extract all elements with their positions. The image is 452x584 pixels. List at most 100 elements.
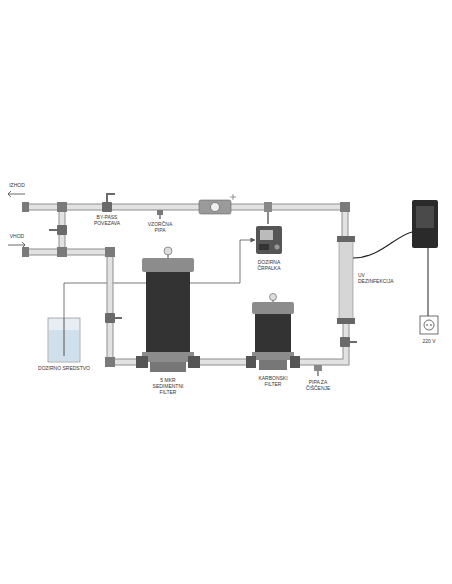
pipe-outline xyxy=(296,322,346,362)
ball-valve xyxy=(115,317,122,319)
sediment-filter xyxy=(136,356,148,368)
sediment-filter xyxy=(146,272,190,354)
pump-unit: DOZIRNA ČRPALKA xyxy=(255,224,283,256)
pipe-connector xyxy=(296,322,346,362)
carbon-filter xyxy=(246,356,256,368)
ball-valve xyxy=(350,341,357,343)
part-label: VZORČNA PIPA xyxy=(144,222,176,234)
ball-valve xyxy=(106,193,115,195)
flush-tap xyxy=(314,365,322,376)
pipe xyxy=(28,252,141,362)
dosing-tank xyxy=(48,318,80,362)
component-label: KARBONSKI FILTER xyxy=(256,376,290,388)
component-label: UV DEZINFEKCIJA xyxy=(358,273,400,285)
dosing-pump xyxy=(275,245,280,250)
part-label: VHOD xyxy=(4,234,30,240)
uv-unit: UV DEZINFEKCIJA xyxy=(338,236,354,322)
sample-tap xyxy=(159,215,160,219)
ball-valve xyxy=(105,313,115,323)
sediment-filter xyxy=(136,247,200,372)
uv-controller xyxy=(412,200,438,316)
filter-unit: KARBONSKI FILTER xyxy=(250,296,296,372)
carbon-filter xyxy=(270,294,277,301)
tank-unit: DOZIRNO SREDSTVO xyxy=(48,318,80,362)
pipe-connector xyxy=(196,362,250,363)
dosing-pump xyxy=(256,226,282,254)
ball-valve xyxy=(102,202,112,212)
component-label: DOZIRNO SREDSTVO xyxy=(36,366,92,372)
uv-unit xyxy=(337,232,412,324)
carbon-filter xyxy=(259,360,287,370)
pipe-fitting xyxy=(57,202,67,212)
component-label: DOZIRNA ČRPALKA xyxy=(252,260,286,272)
uv-controller xyxy=(412,200,438,248)
flush-tap xyxy=(314,365,322,371)
pipe-fitting xyxy=(105,247,115,257)
carbon-filter xyxy=(246,294,300,371)
pipe-body xyxy=(196,360,250,365)
pipe xyxy=(28,252,141,362)
sediment-filter xyxy=(142,258,194,272)
uv-controller xyxy=(416,206,434,228)
ball-valve xyxy=(106,194,108,202)
power-socket xyxy=(430,324,432,326)
sediment-filter xyxy=(150,362,186,372)
carbon-filter xyxy=(252,352,294,360)
component-label: 5 MKR SEDIMENTNI FILTER xyxy=(149,378,187,395)
pipe-fitting xyxy=(340,202,350,212)
injection-tee xyxy=(264,202,272,224)
filter-unit: 5 MKR SEDIMENTNI FILTER xyxy=(140,252,196,374)
pipe-outline xyxy=(196,359,250,366)
power-socket xyxy=(424,320,434,330)
ball-valve xyxy=(49,193,357,347)
sediment-filter xyxy=(164,247,172,255)
power-socket xyxy=(420,316,438,334)
pipe xyxy=(28,207,345,362)
water-meter xyxy=(230,194,236,200)
pipe-fitting xyxy=(22,202,350,367)
part-label: BY-PASS POVEZAVA xyxy=(92,215,122,227)
pipe xyxy=(28,207,345,238)
carbon-filter xyxy=(290,356,300,368)
dosing-pump xyxy=(260,230,273,240)
pipe-body xyxy=(296,322,346,362)
water-meter xyxy=(199,200,231,214)
power-socket xyxy=(420,316,438,334)
uv-unit xyxy=(339,240,353,320)
sample-tap xyxy=(157,210,163,219)
uv-controller xyxy=(428,248,429,316)
part-label: PIPA ZA ČIŠČENJE xyxy=(303,380,333,392)
ball-valve xyxy=(57,225,67,235)
ball-valve xyxy=(49,229,57,231)
pipe xyxy=(28,207,345,238)
water-meter xyxy=(199,194,236,214)
dosing-pump xyxy=(259,244,269,250)
dosing-pump xyxy=(256,226,282,254)
part-label: 220 V xyxy=(416,339,442,345)
dosing-tank xyxy=(48,318,80,362)
uv-unit xyxy=(353,232,412,258)
sample-tap xyxy=(157,210,163,215)
ball-valve xyxy=(340,337,350,347)
uv-unit xyxy=(337,236,355,242)
injection-tee xyxy=(264,202,272,212)
power-socket xyxy=(426,324,428,326)
carbon-filter xyxy=(255,314,291,354)
flush-tap xyxy=(317,371,318,376)
flow-arrow xyxy=(8,191,25,248)
sediment-filter xyxy=(142,352,194,362)
pipe-fitting xyxy=(57,247,67,257)
dosing-tank xyxy=(64,318,65,356)
pipe-fitting xyxy=(22,202,29,212)
pipe-fitting xyxy=(105,357,115,367)
carbon-filter xyxy=(252,302,294,314)
water-meter xyxy=(211,203,220,212)
flow-arrow xyxy=(8,191,25,197)
sediment-filter xyxy=(188,356,200,368)
part-label: IZHOD xyxy=(4,183,30,189)
